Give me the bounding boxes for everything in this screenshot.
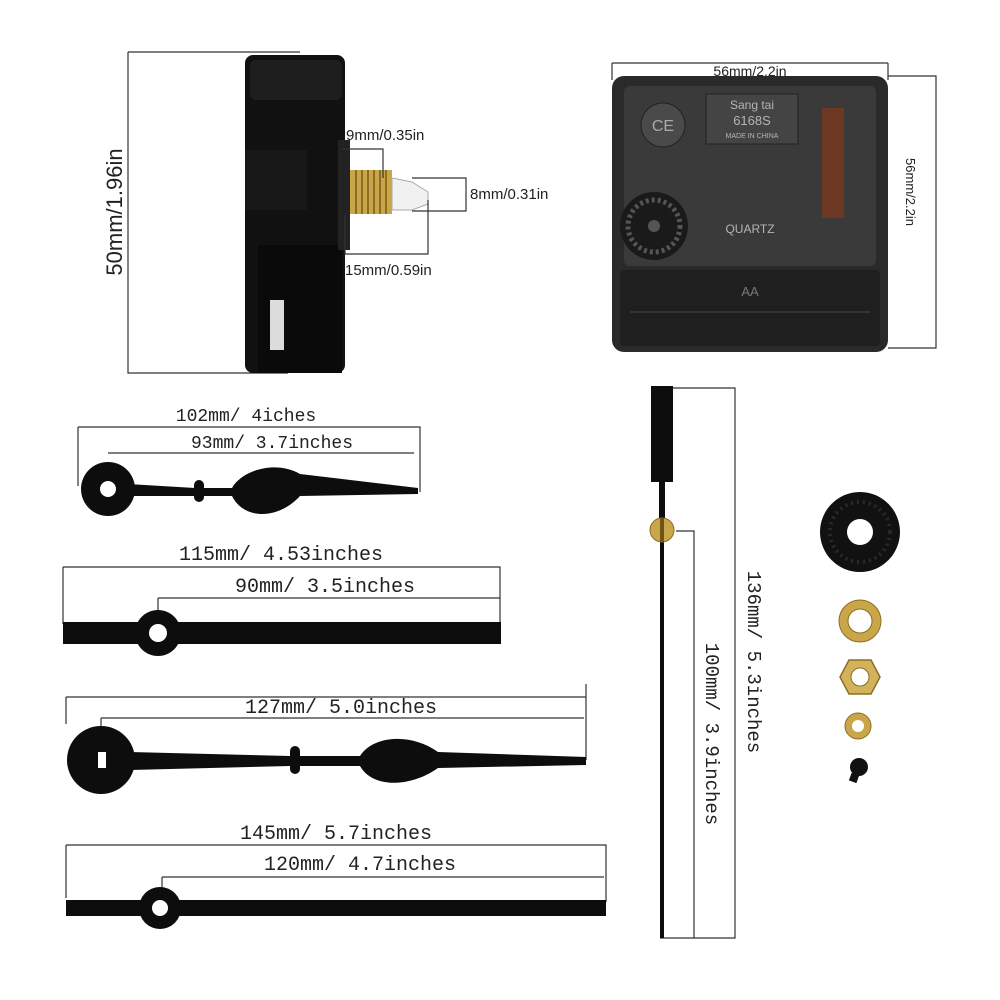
white-shaft-tip [391, 177, 429, 211]
hand-1-overall-line [77, 426, 421, 492]
hand-2-center-label: 90mm/ 3.5inches [235, 576, 415, 599]
hand-4-center-line [161, 876, 604, 892]
hand-1-hub [81, 462, 135, 516]
hand-4-blade [66, 900, 606, 916]
hand-2-overall-line [62, 566, 501, 624]
shaft-diameter-label: 8mm/0.31in [470, 186, 548, 203]
model-text: 6168S [733, 113, 771, 128]
height-label: 50mm/1.96in [102, 148, 127, 275]
second-hand-cap [850, 758, 868, 776]
second-hand-center-label: 100mm/ 3.9inches [700, 643, 722, 825]
hand-4-overall-line [65, 844, 607, 902]
second-hand-counterweight [651, 386, 673, 482]
hand-1: 102mm/ 4iches 93mm/ 3.7inches [77, 407, 421, 516]
hand-3-blade [300, 738, 586, 783]
width-label: 56mm/2.2in [713, 63, 786, 79]
battery-text: AA [741, 284, 759, 299]
second-hand-overall-line [652, 387, 736, 939]
side-height-label: 56mm/2.2in [903, 158, 918, 226]
hand-1-overall-label: 102mm/ 4iches [176, 407, 316, 427]
second-hand: 136mm/ 5.3inches 100mm/ 3.9inches [649, 386, 764, 939]
hand-3-overall-label: 127mm/ 5.0inches [245, 697, 437, 720]
hand-1-center-label: 93mm/ 3.7inches [191, 434, 353, 454]
hand-2-hub [135, 610, 181, 656]
width-dimension-line [611, 62, 889, 80]
shaft-length-label: 9mm/0.35in [346, 127, 424, 144]
hand-4-center-label: 120mm/ 4.7inches [264, 854, 456, 877]
ce-mark: CE [652, 118, 674, 135]
hand-2-blade [63, 622, 501, 644]
hand-3-hub [67, 726, 135, 794]
hand-2: 115mm/ 4.53inches 90mm/ 3.5inches [62, 544, 501, 656]
quartz-text: QUARTZ [725, 222, 774, 236]
height-dimension-line [127, 51, 300, 374]
second-hand-blade [660, 540, 664, 938]
shaft-length-line [342, 148, 384, 178]
second-hand-overall-label: 136mm/ 5.3inches [742, 571, 764, 753]
side-dimension-line [888, 75, 937, 349]
hand-3-overall-line [65, 684, 587, 760]
origin-text: MADE IN CHINA [726, 133, 779, 140]
second-hand-center-line [676, 530, 695, 938]
total-length-line [344, 200, 429, 255]
time-set-knob [270, 300, 284, 350]
brand-text: Sang tai [730, 98, 774, 112]
hardware-parts [820, 492, 900, 784]
shaft-diameter-line [412, 177, 467, 212]
hand-4-overall-label: 145mm/ 5.7inches [240, 823, 432, 846]
hand-2-overall-label: 115mm/ 4.53inches [179, 544, 383, 567]
hand-3: 127mm/ 5.0inches [65, 684, 587, 794]
coil [822, 108, 844, 218]
total-length-label: 15mm/0.59in [345, 262, 432, 279]
movement-back-view: 56mm/2.2in 56mm/2.2in CE Sang tai 6168S … [611, 62, 937, 352]
movement-side-view: 50mm/1.96in 9mm/0.35in 8mm/0.31in 15mm/0… [102, 51, 548, 374]
hand-2-center-line [157, 597, 500, 612]
battery-compartment [620, 270, 880, 346]
hand-4: 145mm/ 5.7inches 120mm/ 4.7inches [65, 823, 607, 929]
hand-1-blade [204, 467, 418, 514]
